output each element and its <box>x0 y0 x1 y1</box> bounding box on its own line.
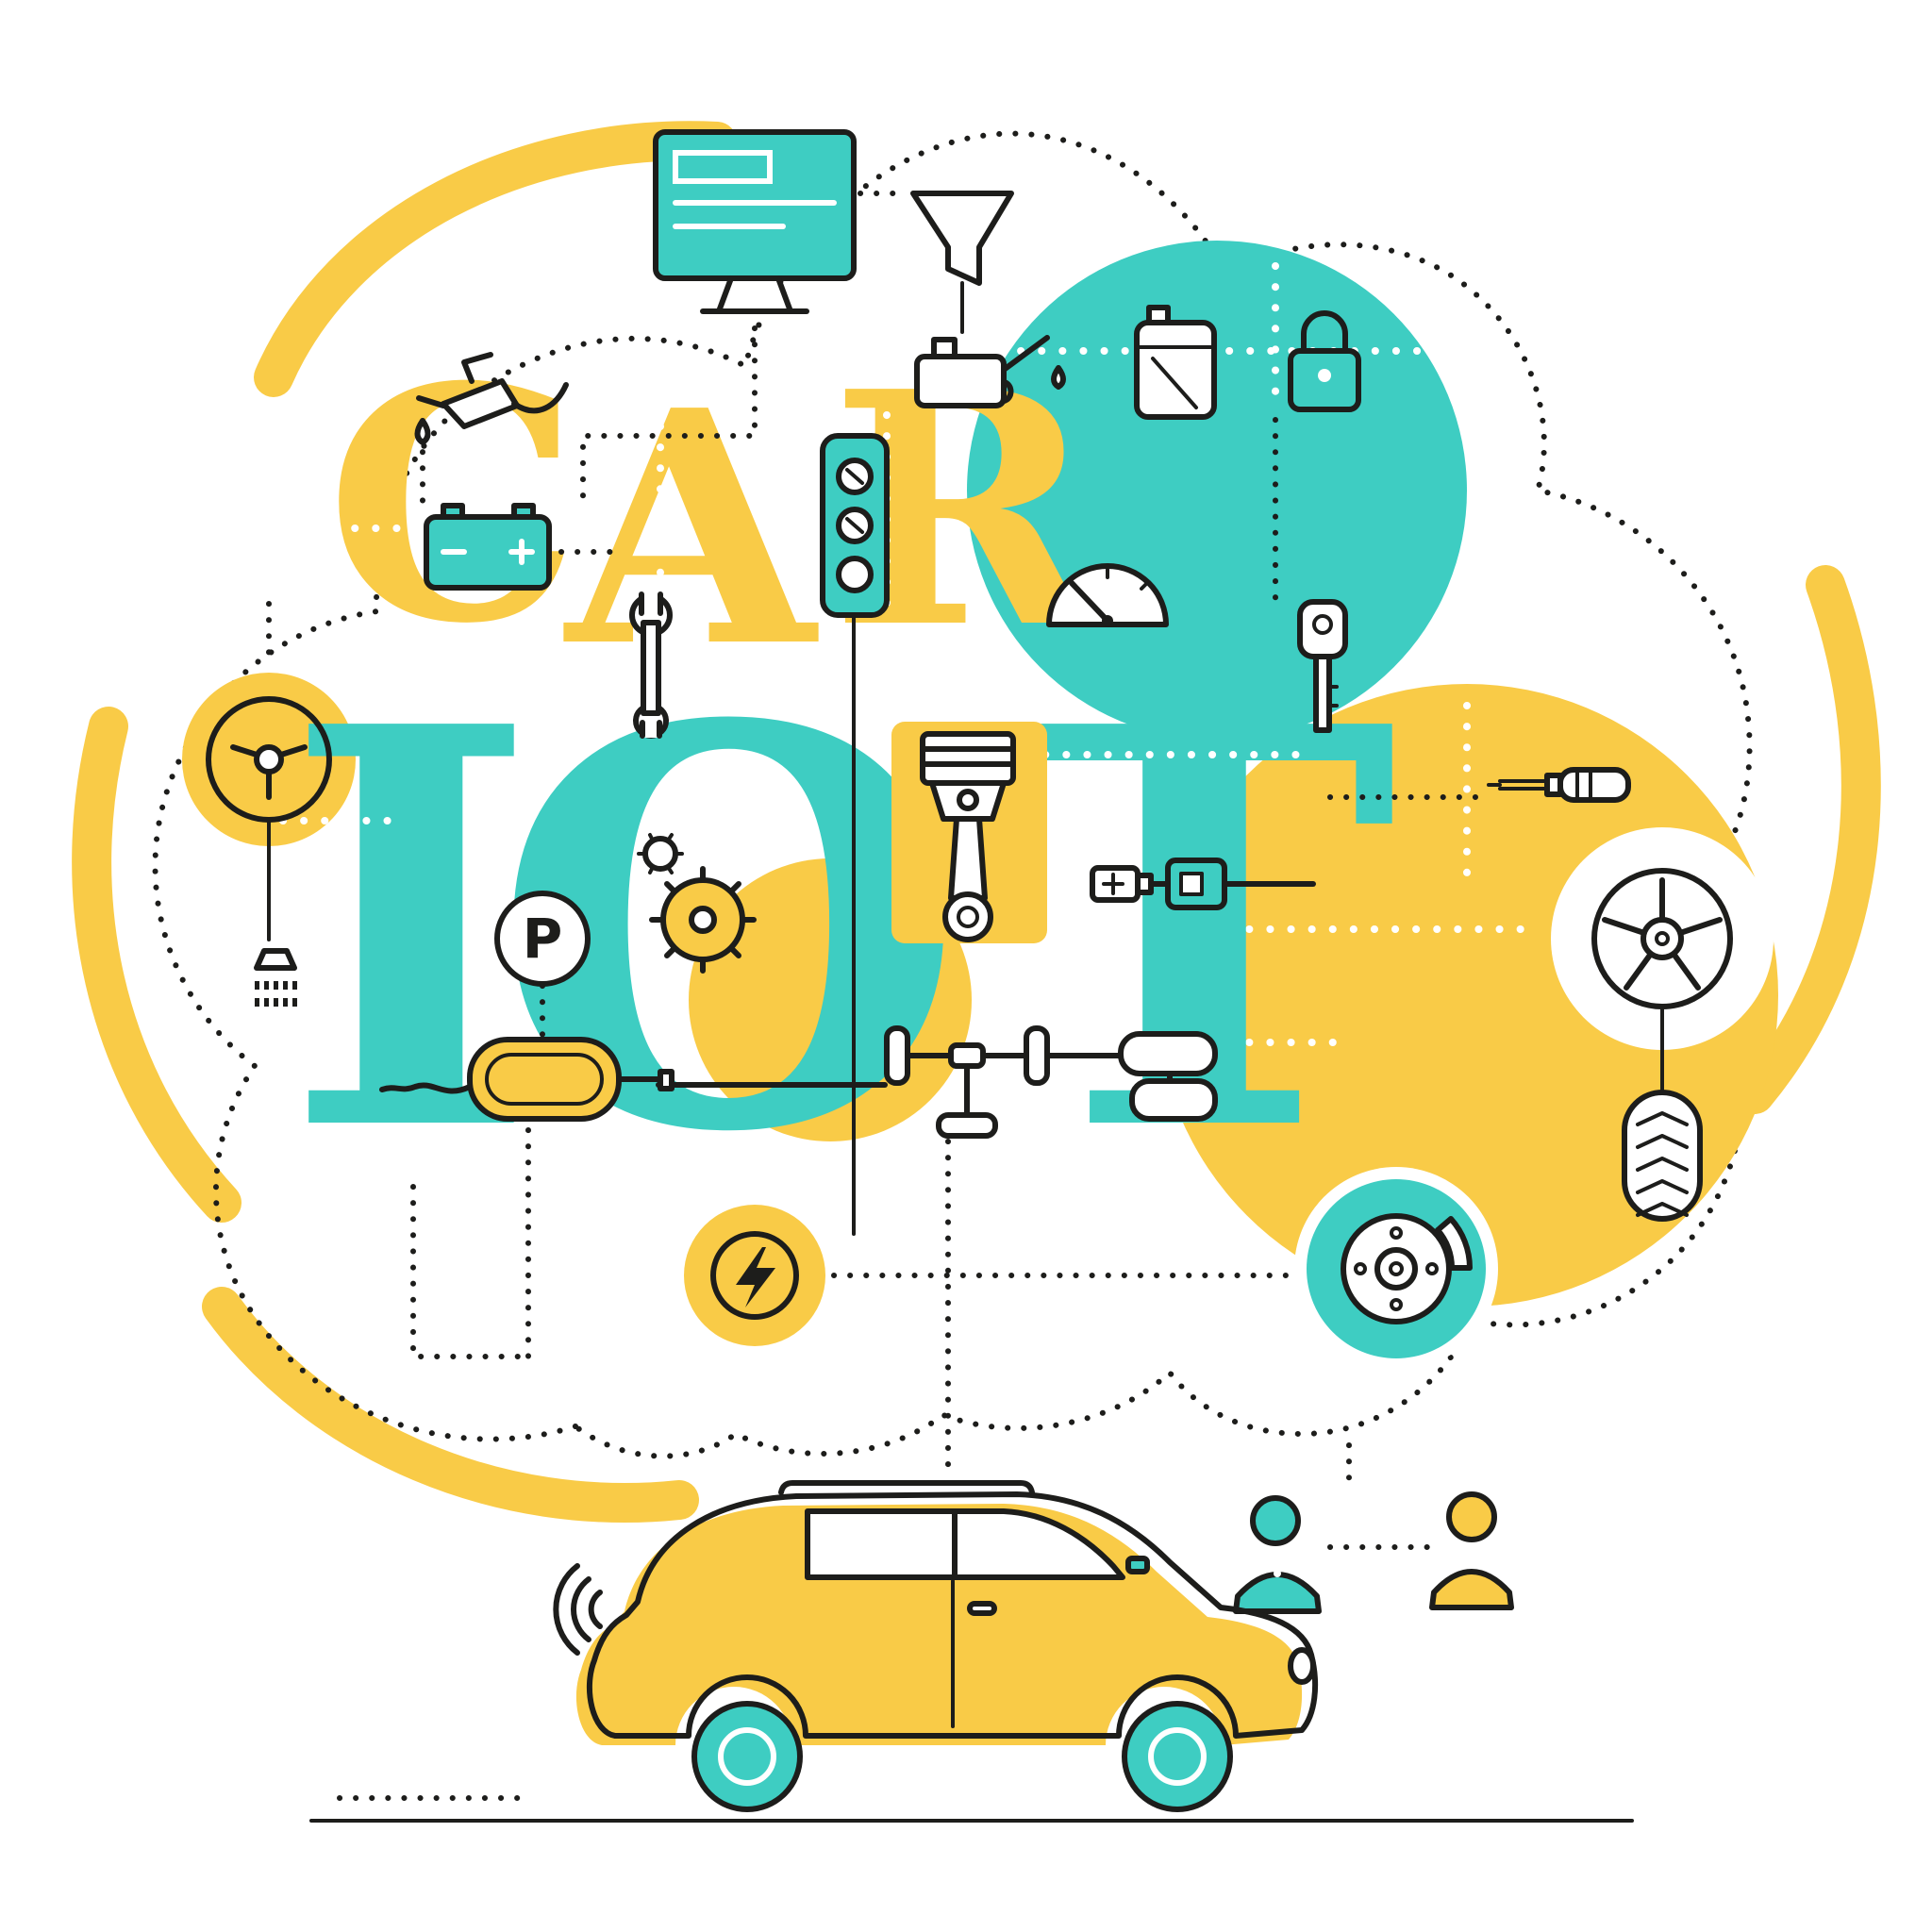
tire-icon <box>1622 1090 1703 1222</box>
car-illustration <box>553 1480 1319 1812</box>
oil-can-icon <box>914 335 1066 408</box>
muffler-icon <box>379 1037 675 1122</box>
wrench-icon <box>629 591 673 739</box>
steering-wheel-icon <box>206 696 332 823</box>
shower-icon <box>254 948 297 1007</box>
parking-letter: P <box>523 907 563 971</box>
lightning-icon <box>710 1231 799 1320</box>
screwdriver-icon <box>1487 767 1631 803</box>
seatbelt-buckle-icon <box>1090 858 1316 910</box>
car-key-icon <box>1297 599 1348 733</box>
yellow-swooshes <box>72 121 1881 1523</box>
gas-pump-icon <box>414 352 569 445</box>
wifi-signal-icon <box>553 1563 603 1656</box>
man-icon <box>1429 1491 1514 1610</box>
brake-disc-icon <box>1341 1213 1473 1324</box>
car-battery-icon <box>424 503 552 591</box>
padlock-icon <box>1288 310 1361 412</box>
roof-rack <box>778 1480 1035 1495</box>
woman-icon <box>1233 1495 1322 1614</box>
gearbox-icon <box>1046 1031 1218 1122</box>
monitor-icon <box>653 129 857 314</box>
funnel-icon <box>910 191 1014 286</box>
jerry-can-icon <box>1134 305 1217 420</box>
connector-lines <box>266 191 1664 1550</box>
chassis-icon <box>884 1025 1050 1139</box>
wheel-rim-icon <box>1591 868 1733 1009</box>
parking-icon: P <box>494 891 591 987</box>
speedometer-icon <box>1046 563 1169 627</box>
piston-icon <box>920 731 1016 942</box>
front-wheel <box>1122 1701 1233 1812</box>
traffic-light-icon <box>820 433 890 618</box>
rear-wheel <box>691 1701 803 1812</box>
gears-icon <box>637 833 757 974</box>
side-mirror <box>1125 1556 1150 1574</box>
car-windows <box>805 1508 1125 1580</box>
letter-a: A <box>561 341 822 718</box>
headlight <box>1288 1647 1316 1685</box>
ground-line <box>309 1795 1634 1823</box>
door-handle <box>967 1601 997 1616</box>
